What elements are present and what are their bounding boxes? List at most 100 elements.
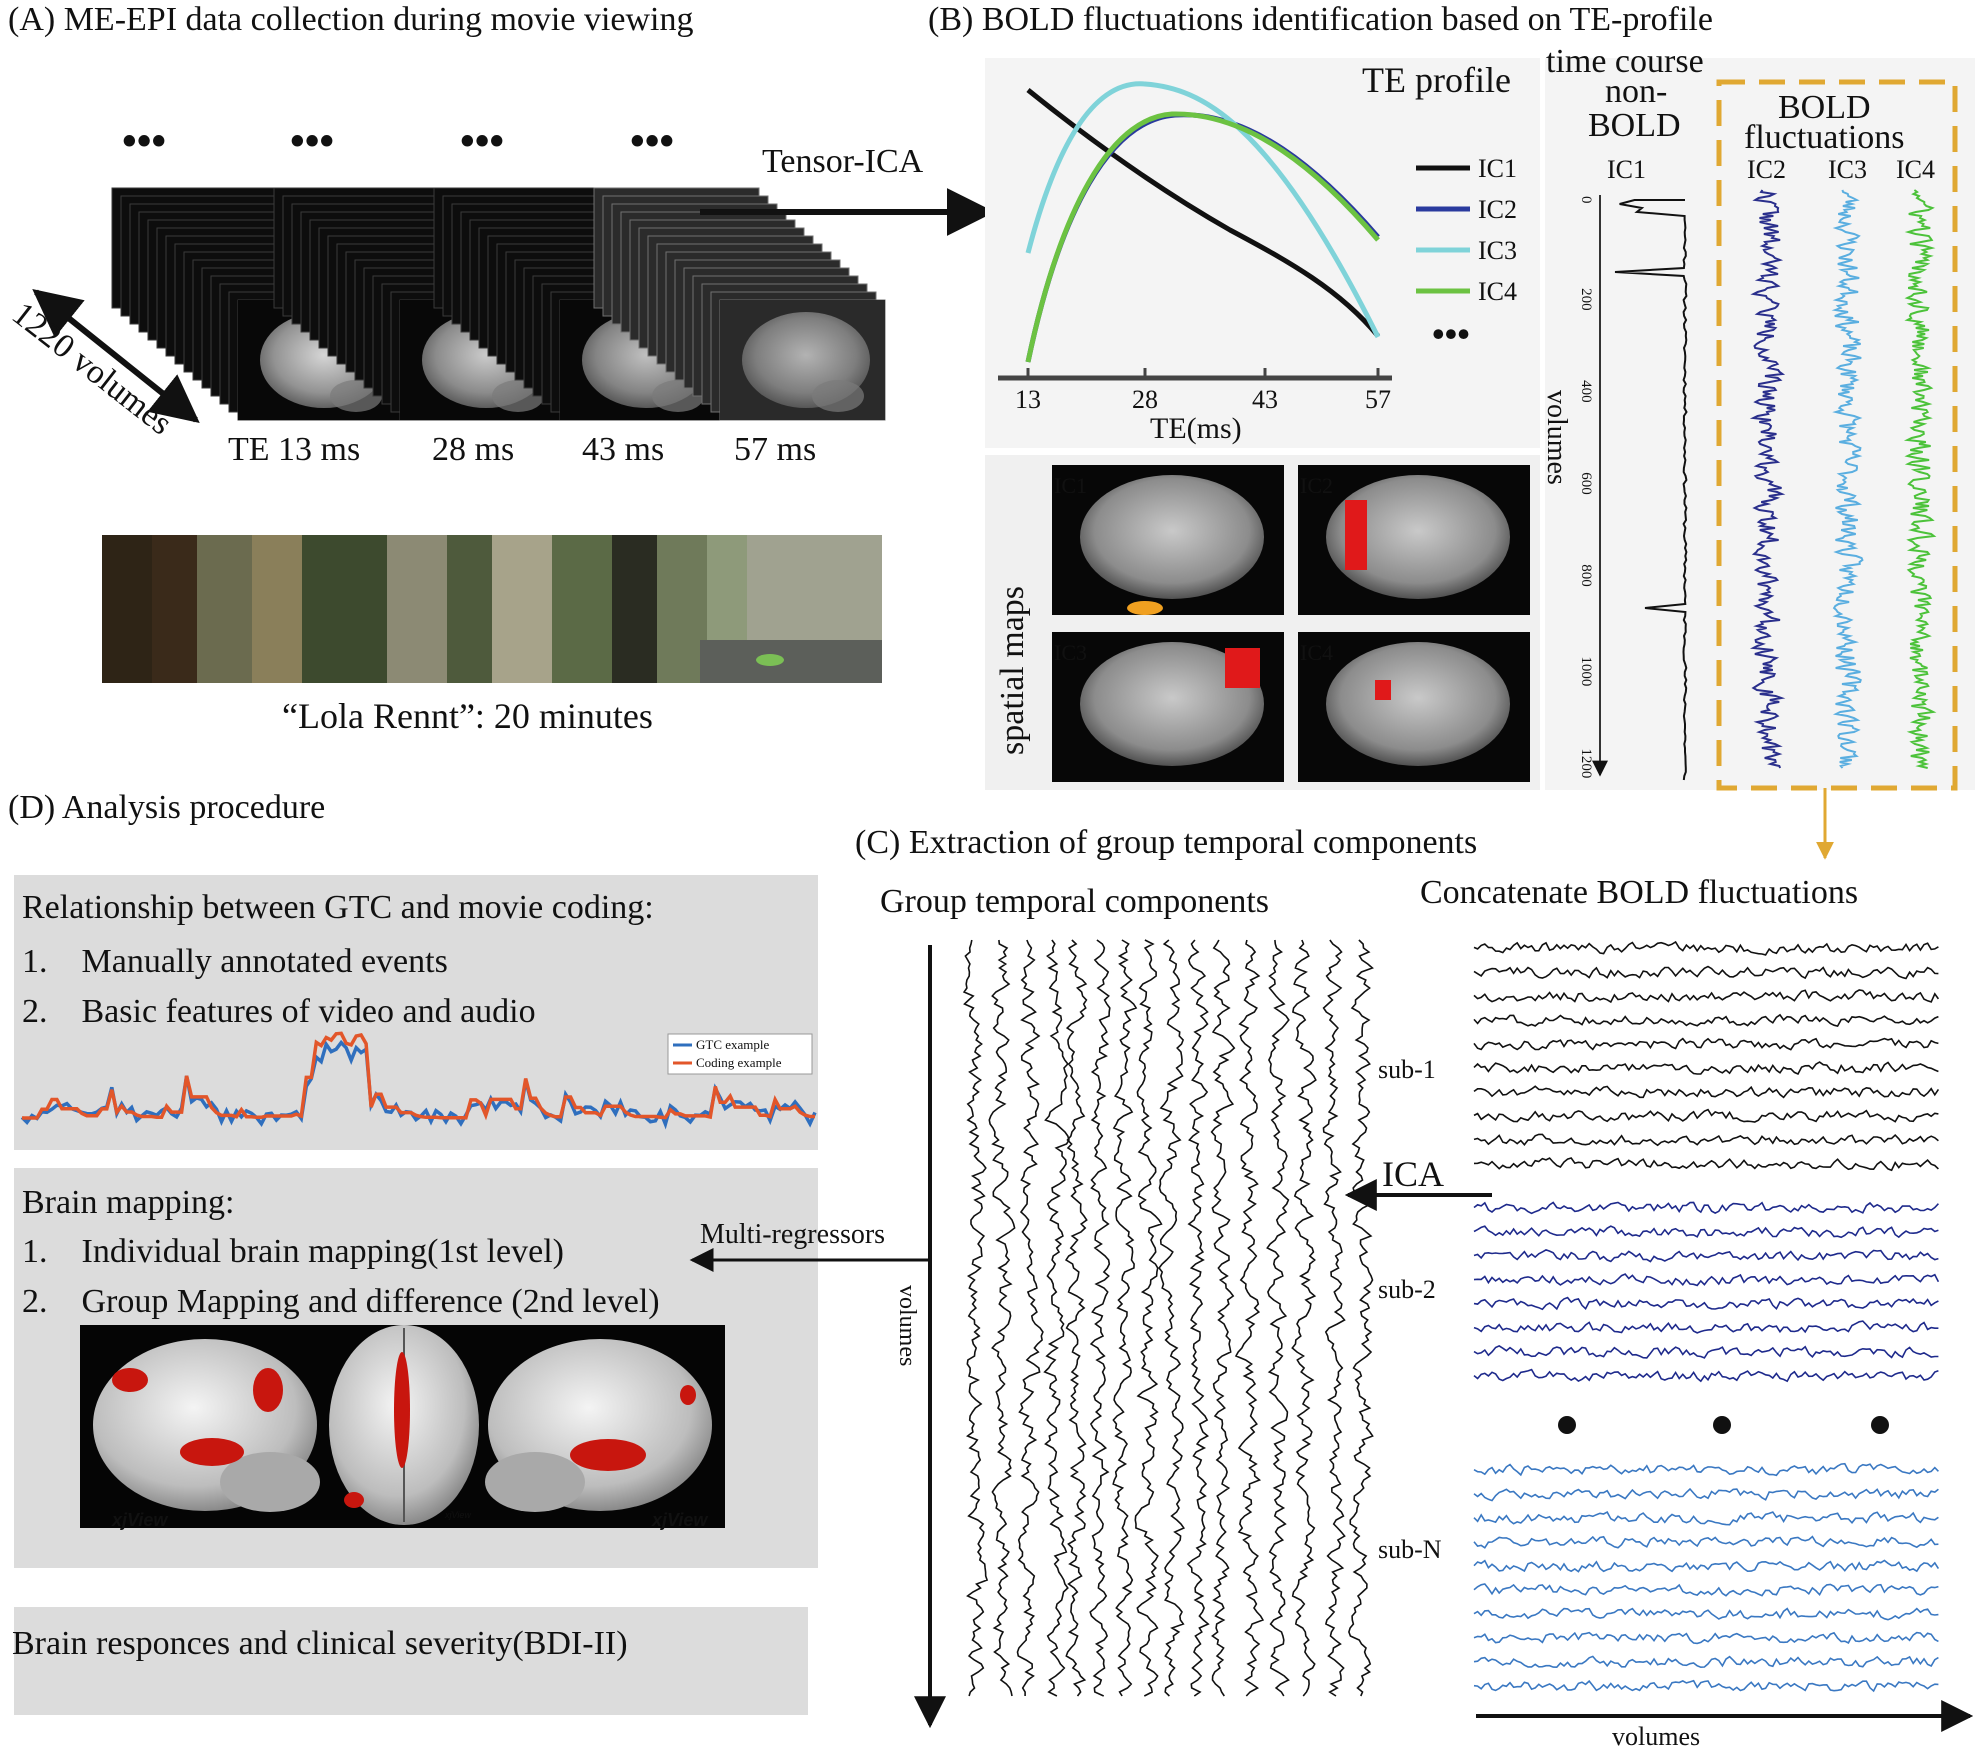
gtc-trace-5 — [1064, 939, 1088, 1697]
tc-trace-ic4 — [1903, 189, 1937, 769]
panel-c-title: (C) Extraction of group temporal compone… — [855, 824, 1477, 861]
time-course-label: time course — [1546, 43, 1704, 80]
gtc-trace-10 — [1186, 939, 1210, 1697]
subn-trace-1 — [1473, 1462, 1939, 1477]
brain-render-left-cerebellum — [220, 1452, 320, 1512]
tc-volumes-label: volumes — [1541, 390, 1572, 485]
brain-activation-5 — [344, 1492, 364, 1508]
ic1-activation — [1127, 601, 1163, 615]
panel-d-title: (D) Analysis procedure — [8, 789, 325, 826]
box-gtc-movie-coding — [14, 875, 818, 1150]
te-label-57: 57 ms — [734, 431, 816, 468]
subn-trace-4 — [1473, 1535, 1939, 1549]
volumes-diagonal-arrow — [32, 289, 200, 423]
xjview-watermark-3: xjView — [651, 1510, 708, 1530]
legend-label-ic2: IC2 — [1478, 195, 1517, 224]
sub1-trace-1 — [1473, 940, 1939, 956]
box1-item-2: 2. Basic features of video and audio — [22, 993, 536, 1030]
sub1-label: sub-1 — [1378, 1055, 1436, 1084]
more-subjects-dot-2 — [1713, 1416, 1731, 1434]
brain-activation-4 — [394, 1352, 410, 1468]
coding-legend: GTC example Coding example — [667, 1033, 813, 1075]
te-curve-ic1 — [1026, 88, 1380, 338]
group-temporal-components — [962, 939, 1374, 1697]
concat-title: Concatenate BOLD fluctuations — [1420, 874, 1858, 911]
sub2-trace-8 — [1473, 1368, 1939, 1383]
spatial-map-label-2: IC3 — [1054, 640, 1087, 665]
movie-frame-10 — [657, 535, 707, 683]
ica-label: ICA — [1382, 1154, 1444, 1194]
movie-frame-road — [700, 640, 882, 683]
tc-tick-1000: 1000 — [1578, 656, 1594, 686]
legend-label-ic1: IC1 — [1478, 154, 1517, 183]
gtc-trace-16 — [1348, 939, 1374, 1697]
panel-a-title: (A) ME-EPI data collection during movie … — [8, 1, 694, 38]
box2-title: Brain mapping: — [22, 1184, 234, 1221]
more-subjects-dot-3 — [1871, 1416, 1889, 1434]
te-tick-label-13: 13 — [1015, 385, 1041, 414]
movie-frame-4 — [302, 535, 387, 683]
coding-legend-box — [667, 1033, 813, 1075]
ic4-activation — [1375, 680, 1391, 700]
sub1-trace-4 — [1473, 1013, 1939, 1028]
xjview-watermark-1: xjView — [111, 1510, 168, 1530]
panel-b-title: (B) BOLD fluctuations identification bas… — [928, 1, 1713, 38]
movie-frame-1 — [152, 535, 197, 683]
tc-tick-200: 200 — [1578, 288, 1594, 311]
sub2-trace-4 — [1473, 1273, 1940, 1287]
sub1-trace-2 — [1473, 965, 1939, 980]
concatenated-subject-traces — [1473, 940, 1940, 1693]
sub2-trace-5 — [1473, 1296, 1939, 1311]
te-axis-label: TE(ms) — [1150, 412, 1242, 445]
movie-frame-3 — [252, 535, 302, 683]
te-label-43: 43 ms — [582, 431, 664, 468]
te-legend-more: ••• — [1432, 314, 1470, 354]
tc-label-ic4: IC4 — [1896, 155, 1935, 184]
gtc-volumes-label: volumes — [894, 1285, 920, 1366]
panel-d: (D) Analysis procedure Relationship betw… — [8, 789, 928, 1715]
subn-trace-3 — [1473, 1511, 1939, 1526]
sub2-trace-6 — [1473, 1320, 1939, 1334]
subn-trace-9 — [1473, 1655, 1939, 1669]
box2-item-1: 1. Individual brain mapping(1st level) — [22, 1233, 564, 1270]
bold-fluctuations-dashed-box — [1716, 79, 1958, 791]
movie-caption: “Lola Rennt”: 20 minutes — [282, 696, 653, 736]
subn-trace-7 — [1473, 1607, 1939, 1621]
te-tick-label-28: 28 — [1132, 385, 1158, 414]
sub2-trace-2 — [1473, 1225, 1939, 1239]
panel-b: (B) BOLD fluctuations identification bas… — [700, 1, 1975, 860]
sub1-trace-10 — [1473, 1157, 1939, 1172]
tc-tick-400: 400 — [1578, 380, 1594, 403]
movie-figure — [756, 654, 784, 666]
xjview-watermark-2: xjView — [444, 1510, 471, 1520]
tensor-ica-label: Tensor-ICA — [762, 143, 924, 180]
coding-example-line — [22, 1031, 815, 1121]
ellipsis-3: ••• — [460, 119, 504, 165]
more-subjects-dot-1 — [1558, 1416, 1576, 1434]
panel-c: (C) Extraction of group temporal compone… — [855, 824, 1974, 1751]
subn-trace-8 — [1473, 1631, 1939, 1645]
tc-trace-ic2 — [1749, 189, 1786, 769]
ic3-activation — [1225, 648, 1260, 688]
brain-activation-6 — [570, 1439, 646, 1471]
tc-label-ic1: IC1 — [1607, 155, 1646, 184]
tc-trace-ic3 — [1831, 189, 1864, 769]
brain-activation-2 — [253, 1368, 283, 1412]
epi-volume-stacks — [111, 187, 886, 421]
sub1-trace-6 — [1473, 1061, 1939, 1076]
sub2-label: sub-2 — [1378, 1275, 1436, 1304]
te-curve-ic3 — [1025, 81, 1381, 339]
ellipsis-2: ••• — [290, 119, 334, 165]
box3-title: Brain responces and clinical severity(BD… — [12, 1625, 628, 1662]
sub1-trace-5 — [1473, 1037, 1939, 1051]
tc-tick-1200: 1200 — [1578, 748, 1594, 778]
legend-label-ic3: IC3 — [1478, 236, 1517, 265]
gtc-trace-7 — [1112, 939, 1138, 1697]
spatial-map-label-3: IC4 — [1300, 640, 1333, 665]
sub2-trace-3 — [1473, 1249, 1939, 1263]
sub1-trace-3 — [1473, 989, 1940, 1004]
movie-frame-8 — [552, 535, 612, 683]
subn-trace-5 — [1473, 1559, 1940, 1573]
non-bold-label-line1: non- — [1605, 73, 1667, 110]
